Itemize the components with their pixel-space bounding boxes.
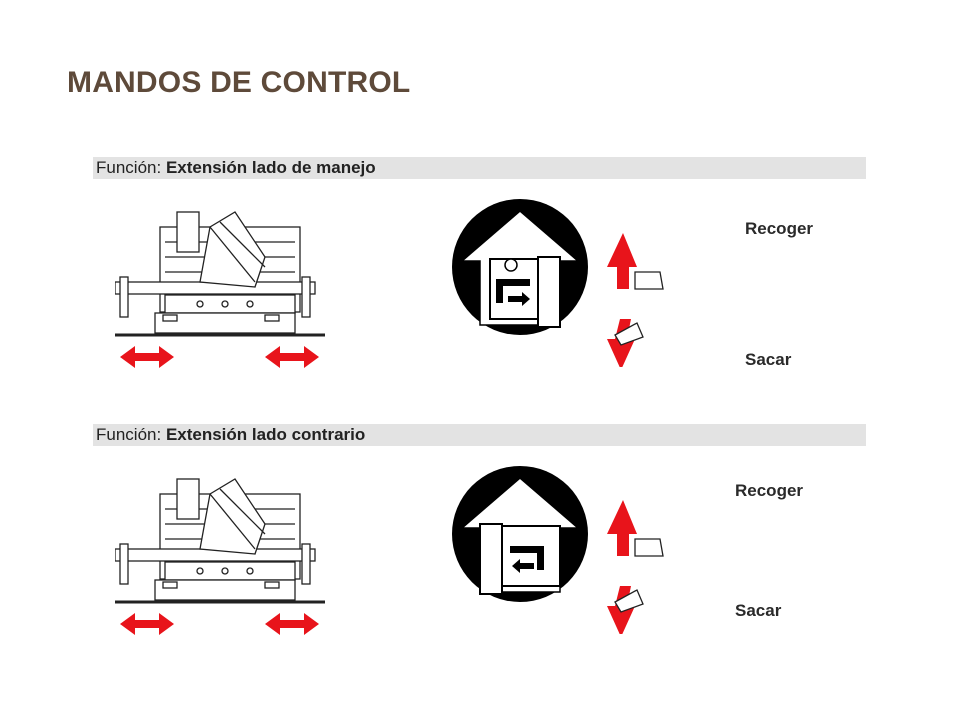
arrow-up-icon [607, 500, 637, 556]
outrigger-arrows [120, 613, 319, 635]
function-label: Función: [96, 158, 162, 177]
extend-label: Sacar [745, 350, 792, 369]
retract-label: Recoger [745, 219, 814, 238]
function-value: Extensión lado contrario [165, 425, 366, 444]
arrow-up-icon [607, 233, 637, 289]
lever-handle-icon [614, 538, 664, 613]
crane-truck-illustration [115, 211, 325, 368]
function-bar: Función: Extensión lado de manejo [93, 157, 866, 179]
function-section-opposite-side: Función: Extensión lado contrario [85, 424, 866, 674]
crane-arm [199, 211, 266, 288]
function-label: Función: [96, 425, 162, 444]
extend-label: Sacar [735, 601, 782, 620]
function-bar: Función: Extensión lado contrario [93, 424, 866, 446]
function-section-driver-side: Función: Extensión lado de manejo [85, 157, 866, 407]
retract-label: Recoger [735, 481, 804, 500]
lever-handle-icon [614, 271, 664, 346]
control-symbol-icon [452, 466, 588, 602]
outrigger-arrows [120, 346, 319, 368]
slide-title: MANDOS DE CONTROL [67, 66, 411, 99]
crane-truck-illustration [115, 478, 325, 635]
lever-arrows [607, 500, 664, 634]
control-symbol-icon [452, 199, 588, 335]
function-value: Extensión lado de manejo [165, 158, 376, 177]
lever-arrows [607, 233, 664, 367]
